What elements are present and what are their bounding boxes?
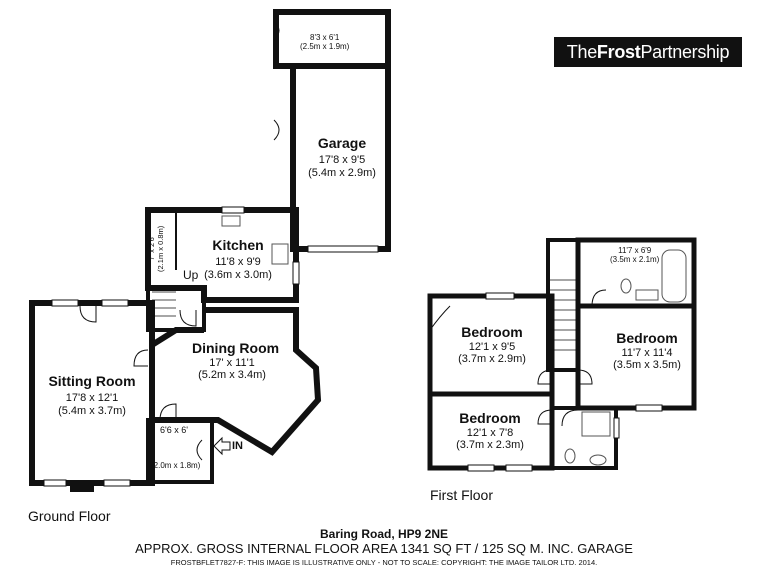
sitting-room-label: Sitting Room 17'8 x 12'1 (5.4m x 3.7m) [48,373,136,417]
bedroom3-label: Bedroom 12'1 x 7'8 (3.7m x 2.3m) [456,410,524,452]
shower-tray [581,411,611,437]
porch-walls [146,418,214,484]
garage-label: Garage 17'8 x 9'5 (5.4m x 2.9m) [308,135,376,179]
bathtub [661,249,687,303]
chimney [70,482,94,492]
agency-logo: TheFrostPartnership [554,37,742,67]
dining-room-label: Dining Room 17' x 11'1 (5.2m x 3.4m) [192,340,280,382]
entrance-label: IN [232,440,243,452]
porch-dim-metric: (2.0m x 1.8m) [151,461,201,470]
bathroom-label: 11'7 x 6'9 (3.5m x 2.1m) [610,246,660,265]
utility-label: 7' x 2'6 (2.1m x 0.8m) [147,225,165,272]
ground-floor-label: Ground Floor [28,508,111,524]
kitchen-label: Kitchen 11'8 x 9'9 (3.6m x 3.0m) [204,237,272,281]
entrance-arrow-icon [213,436,231,456]
stairs-up-label: Up [183,268,199,282]
dining-room-walls [149,307,322,456]
bedroom1-label: Bedroom 12'1 x 9'5 (3.7m x 2.9m) [458,324,526,366]
ensuite-walls [550,406,618,470]
property-address: Baring Road, HP9 2NE [319,527,449,541]
copyright-disclaimer: FROSTBFLET7827-F: THIS IMAGE IS ILLUSTRA… [170,558,598,567]
bedroom2-label: Bedroom 11'7 x 11'4 (3.5m x 3.5m) [613,330,681,372]
sink [221,215,241,227]
porch-dim-imperial: 6'6 x 6' [160,425,188,435]
toilet [564,448,576,464]
hob [271,243,289,265]
floor-area-summary: APPROX. GROSS INTERNAL FLOOR AREA 1341 S… [135,541,633,556]
first-floor-label: First Floor [430,487,493,503]
store-label: 8'3 x 6'1 (2.5m x 1.9m) [300,33,350,52]
